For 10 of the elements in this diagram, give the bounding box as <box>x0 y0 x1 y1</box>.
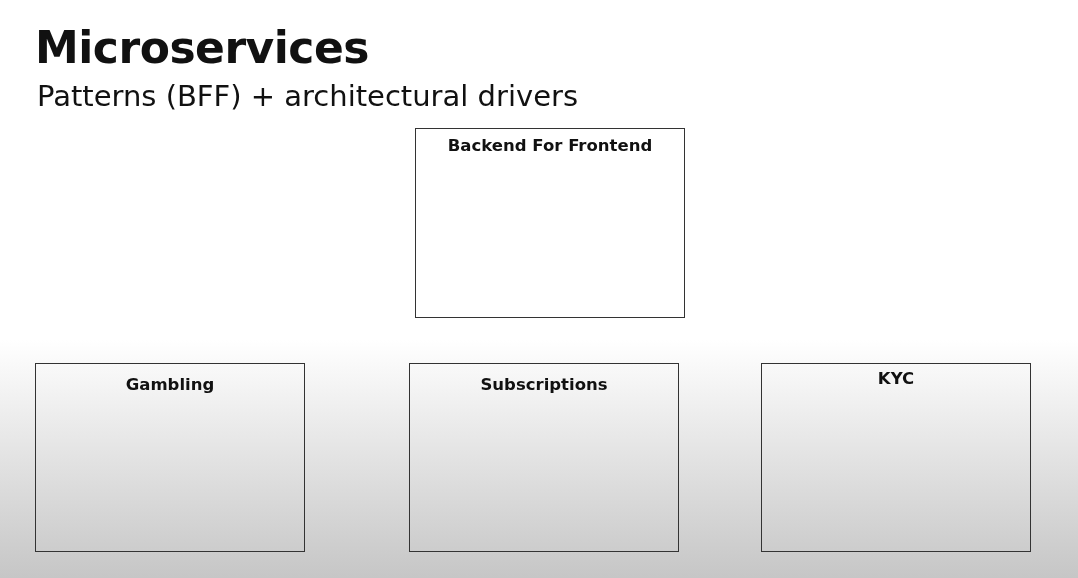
service-box <box>415 128 685 318</box>
box-heading: KYC <box>876 369 916 388</box>
slide-subtitle: Patterns (BFF) + architectural drivers <box>37 79 579 113</box>
service-box <box>35 363 305 552</box>
box-heading: Backend For Frontend <box>446 136 654 155</box>
service-box <box>761 363 1031 552</box>
service-box <box>409 363 679 552</box>
slide-title: Microservices <box>35 22 369 73</box>
box-heading: Gambling <box>124 375 216 394</box>
box-heading: Subscriptions <box>479 375 609 394</box>
